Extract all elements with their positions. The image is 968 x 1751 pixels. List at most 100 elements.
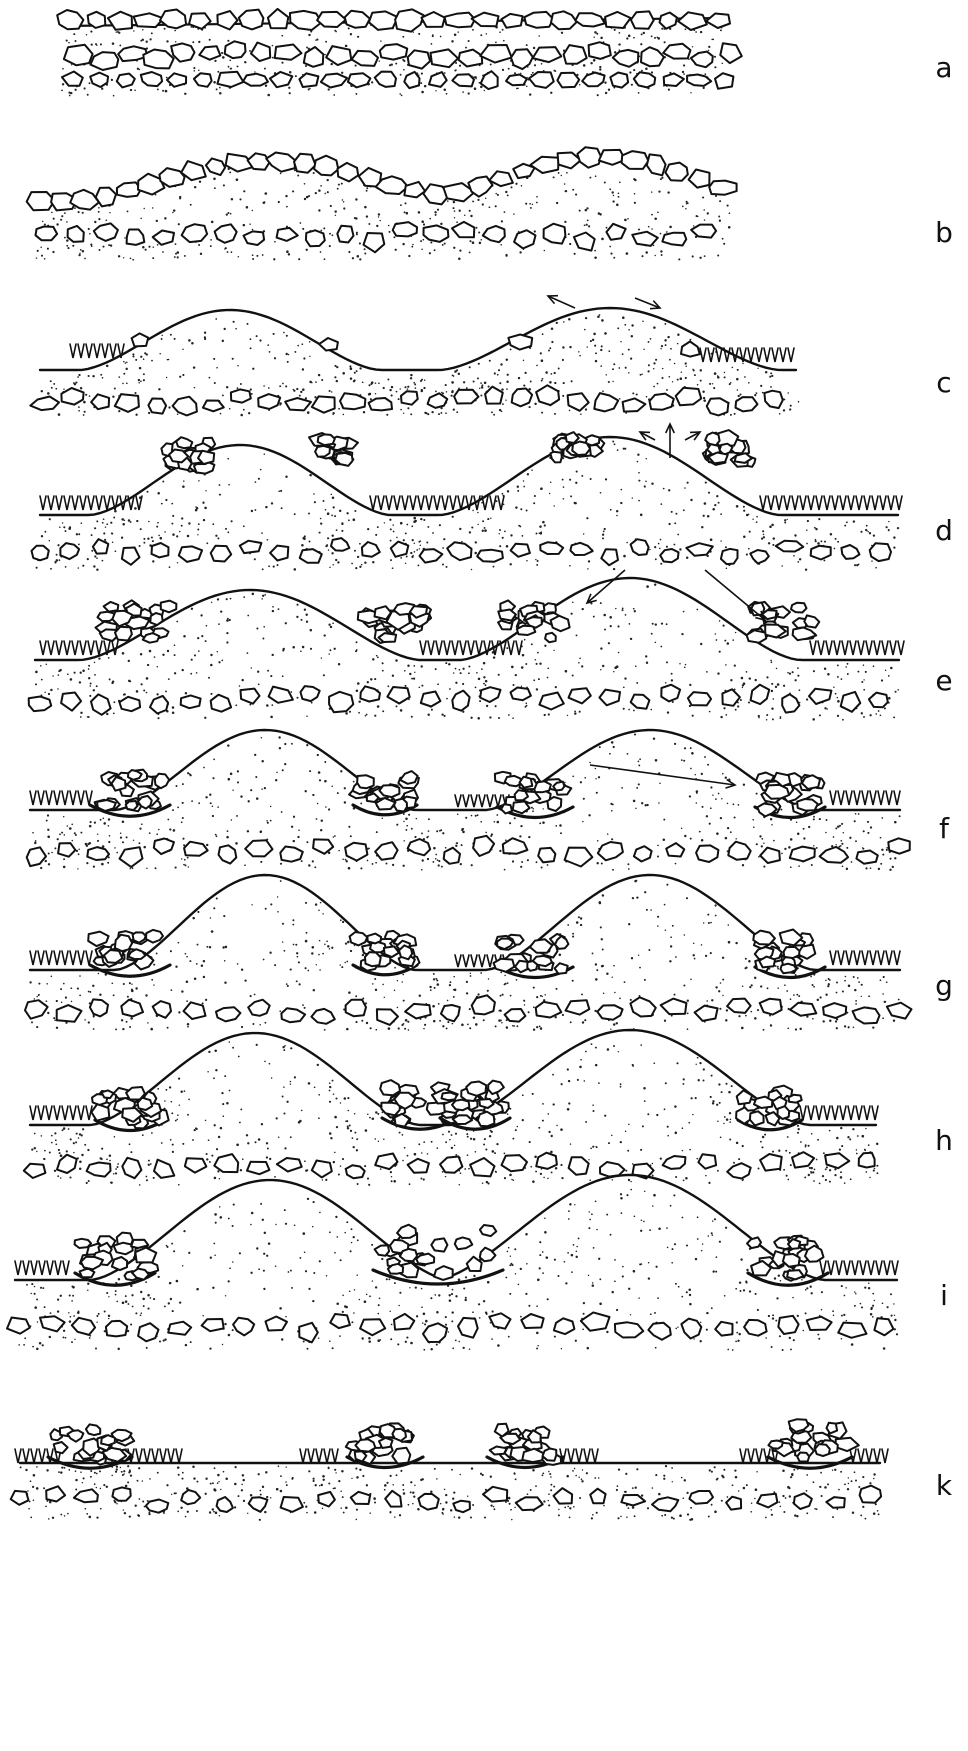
stone (362, 542, 380, 557)
stone (240, 541, 262, 553)
stone (610, 73, 628, 88)
stone (577, 147, 601, 168)
stone (57, 10, 83, 29)
stone (231, 389, 251, 402)
stone (689, 170, 710, 188)
stone (466, 1082, 486, 1096)
stone (750, 550, 769, 564)
stone (751, 685, 770, 704)
stone (122, 548, 140, 565)
stone (568, 393, 589, 411)
stone (512, 389, 532, 407)
stone (285, 398, 311, 410)
stone (379, 785, 399, 797)
stone (804, 615, 819, 627)
stone (104, 950, 123, 963)
stone (458, 1318, 478, 1338)
stone (533, 47, 562, 62)
stone (589, 42, 611, 59)
stone (112, 1487, 130, 1500)
stone (346, 1165, 365, 1178)
stone (757, 1494, 777, 1508)
stone (760, 1154, 782, 1171)
stone (115, 394, 139, 412)
stone (547, 797, 561, 811)
stone (120, 847, 143, 867)
stone (728, 842, 750, 860)
stone (251, 43, 270, 62)
stone (405, 1004, 431, 1019)
stone (399, 945, 412, 959)
stone (598, 842, 623, 860)
stone (280, 847, 303, 862)
stone (146, 930, 163, 943)
panel-label-h: h (935, 1124, 953, 1157)
stone (114, 1243, 133, 1255)
stone (506, 75, 527, 86)
stone (150, 696, 168, 714)
stone (90, 52, 118, 70)
stone (329, 692, 353, 712)
stone (245, 840, 272, 856)
stone (481, 71, 498, 89)
stone (859, 1153, 875, 1168)
stone (338, 163, 359, 182)
stone (754, 1097, 772, 1108)
stone (143, 633, 160, 643)
stone (421, 12, 444, 27)
stone (631, 695, 650, 709)
panel-f: f (27, 730, 950, 871)
stone (90, 999, 108, 1016)
stone (554, 1488, 573, 1504)
stone (121, 1000, 143, 1017)
stone (431, 1238, 447, 1251)
stone (641, 47, 664, 66)
stone (825, 1153, 849, 1168)
stone (317, 12, 346, 27)
stone (424, 225, 449, 242)
stone (820, 847, 849, 863)
stone (57, 1155, 77, 1173)
stone (452, 691, 469, 711)
stone (57, 1005, 82, 1022)
stone (364, 233, 385, 252)
stone (622, 151, 649, 169)
stone (511, 688, 531, 701)
stone (365, 952, 381, 966)
stone (375, 606, 392, 619)
stone (485, 387, 503, 404)
panel-label-d: d (935, 514, 953, 547)
stone (60, 543, 79, 559)
stone (40, 1316, 65, 1331)
stone (530, 157, 558, 173)
grass-tufts (830, 791, 900, 805)
stone (108, 12, 132, 30)
stone (566, 1000, 590, 1014)
stone (318, 434, 335, 445)
stone (874, 1318, 893, 1335)
stone (155, 774, 169, 788)
stone (434, 1266, 453, 1280)
stone (404, 72, 419, 88)
stone (54, 1442, 68, 1453)
stone (299, 73, 318, 87)
stone (179, 546, 202, 562)
stone (143, 50, 173, 69)
stone (453, 1501, 470, 1513)
stone (678, 12, 707, 30)
stone (681, 342, 700, 357)
stone (557, 73, 579, 88)
stone (696, 845, 718, 862)
stone (357, 775, 374, 788)
stone (536, 1002, 562, 1018)
stone (792, 1152, 814, 1168)
stone (375, 1245, 390, 1255)
stone (64, 45, 93, 66)
movement-arrow (548, 296, 575, 308)
stone (313, 839, 333, 853)
stone (98, 612, 115, 621)
stone (536, 385, 559, 405)
stone (726, 1497, 741, 1510)
stone (489, 1313, 510, 1328)
